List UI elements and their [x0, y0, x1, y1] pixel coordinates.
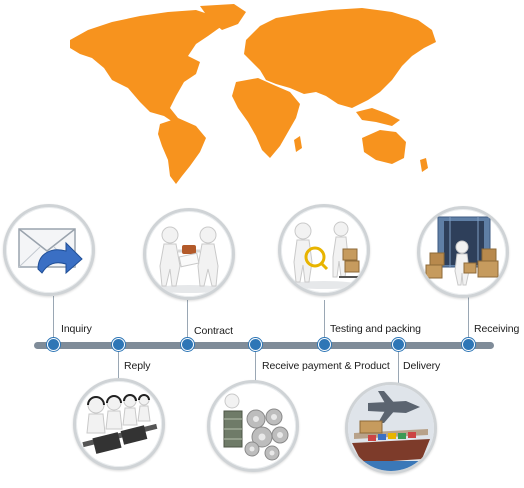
node-reply	[112, 338, 125, 351]
circle-contract	[143, 208, 235, 300]
label-contract: Contract	[194, 325, 233, 337]
stem-receiving	[468, 296, 469, 341]
islands-shape	[356, 108, 400, 126]
circle-inquiry	[3, 204, 95, 296]
circle-reply	[73, 378, 165, 470]
greenland-shape	[200, 4, 246, 30]
stem-payment	[255, 350, 256, 396]
circle-receiving	[417, 206, 509, 298]
australia-shape	[362, 130, 406, 164]
north-america-shape	[70, 10, 222, 124]
plane-ship-icon	[348, 385, 434, 471]
stem-testing	[324, 300, 325, 341]
south-america-shape	[158, 118, 206, 184]
call-center-icon	[82, 394, 158, 454]
label-receiving: Receiving	[474, 323, 520, 335]
money-gears-icon	[223, 393, 289, 461]
label-delivery: Delivery	[403, 360, 441, 372]
world-map	[70, 4, 436, 184]
node-testing	[318, 338, 331, 351]
circle-delivery	[345, 382, 437, 474]
circle-testing	[278, 204, 370, 296]
node-inquiry	[47, 338, 60, 351]
node-delivery	[392, 338, 405, 351]
label-testing: Testing and packing	[330, 323, 421, 335]
stem-reply	[118, 350, 119, 382]
madagascar-shape	[294, 136, 302, 152]
testing-packing-icon	[290, 221, 360, 289]
eurasia-shape	[244, 8, 436, 108]
container-boxes-icon	[425, 216, 499, 286]
timeline-bar	[34, 342, 494, 349]
label-inquiry: Inquiry	[61, 323, 92, 335]
node-payment	[249, 338, 262, 351]
node-receiving	[462, 338, 475, 351]
stem-delivery	[398, 350, 399, 386]
new-zealand-shape	[420, 158, 428, 172]
circle-payment	[207, 380, 299, 472]
label-reply: Reply	[124, 360, 151, 372]
stem-contract	[187, 300, 188, 341]
africa-shape	[232, 78, 300, 158]
node-contract	[181, 338, 194, 351]
handshake-contract-icon	[155, 226, 223, 293]
label-payment: Receive payment & Product	[262, 360, 390, 372]
envelope-reply-icon	[18, 228, 83, 275]
stem-inquiry	[53, 296, 54, 341]
